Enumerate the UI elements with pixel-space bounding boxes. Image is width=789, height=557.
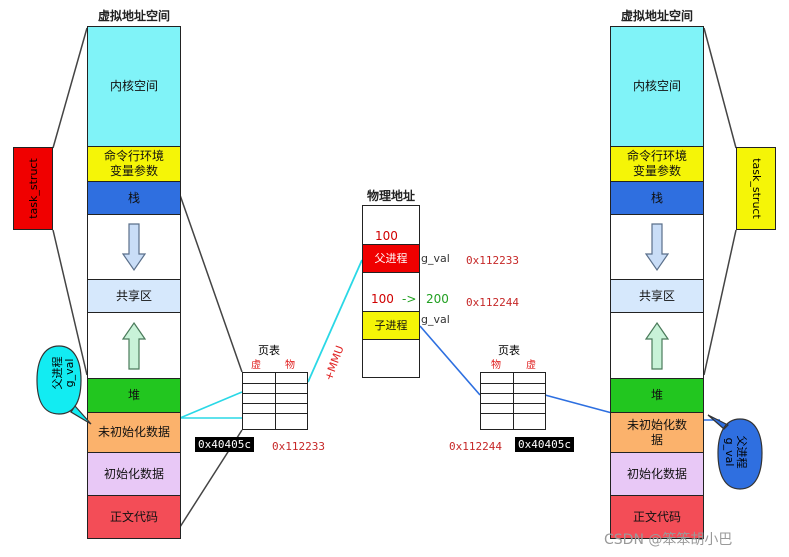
right-kernel-label: 内核空间 <box>632 79 681 93</box>
child-arrow: -> <box>402 292 417 306</box>
left-pt-divider <box>275 373 276 429</box>
right-pt-row <box>481 413 545 422</box>
physical-memory <box>362 205 420 378</box>
right-task-struct: task_struct <box>736 147 776 230</box>
right-data-segment: 初始化数据 <box>610 452 704 496</box>
left-gval-bubble: 父进程 g_val <box>35 344 92 425</box>
left-heap-label: 堆 <box>127 388 140 402</box>
child-process-label: 子进程 <box>374 319 408 332</box>
right-heap-gap <box>610 312 704 379</box>
right-data-label: 初始化数据 <box>626 466 687 481</box>
right-page-table-title: 页表 <box>498 344 520 357</box>
right-bss-segment: 未初始化数 据 <box>610 412 704 453</box>
right-task-struct-label: task_struct <box>749 158 763 219</box>
left-task-struct-label: task_struct <box>26 158 40 219</box>
up-arrow-icon <box>645 321 669 370</box>
down-arrow-icon <box>645 223 669 272</box>
parent-gval: g_val <box>421 252 450 265</box>
left-pt-row <box>243 393 307 402</box>
left-bss-segment: 未初始化数据 <box>87 412 181 453</box>
right-bubble-text: 父进程 g_val <box>723 435 748 469</box>
left-args-segment: 命令行环境 变量参数 <box>87 146 181 182</box>
left-page-table-title: 页表 <box>258 344 280 357</box>
left-args-label: 命令行环境 变量参数 <box>103 149 164 178</box>
child-gval: g_val <box>421 313 450 326</box>
right-gval-bubble: 父进程 g_val <box>706 413 766 491</box>
parent-process-block: 父进程 <box>362 244 420 273</box>
left-pt-row <box>243 383 307 392</box>
left-pt-row <box>243 413 307 422</box>
left-bss-label: 未初始化数据 <box>97 425 170 439</box>
left-task-struct: task_struct <box>13 147 53 230</box>
right-text-segment: 正文代码 <box>610 495 704 539</box>
parent-phys-addr: 0x112233 <box>466 254 519 267</box>
right-title: 虚拟地址空间 <box>620 9 693 23</box>
right-args-segment: 命令行环境 变量参数 <box>610 146 704 182</box>
right-page-table <box>480 372 546 430</box>
physical-title: 物理地址 <box>366 189 415 203</box>
left-kernel-segment: 内核空间 <box>87 26 181 147</box>
right-pt-divider <box>513 373 514 429</box>
right-pt-row <box>481 393 545 402</box>
left-heap-segment: 堆 <box>87 378 181 413</box>
right-shared-segment: 共享区 <box>610 279 704 313</box>
left-text-label: 正文代码 <box>109 509 158 524</box>
left-stack-segment: 栈 <box>87 181 181 215</box>
left-shared-segment: 共享区 <box>87 279 181 313</box>
right-args-label: 命令行环境 变量参数 <box>626 149 687 178</box>
left-stack-gap <box>87 214 181 280</box>
left-virt-addr: 0x40405c <box>195 437 254 452</box>
right-stack-segment: 栈 <box>610 181 704 215</box>
child-new-value: 200 <box>426 292 449 306</box>
right-heap-segment: 堆 <box>610 378 704 413</box>
left-phys-addr: 0x112233 <box>272 440 325 453</box>
right-stack-label: 栈 <box>650 190 663 205</box>
left-bubble-text: 父进程 g_val <box>51 356 76 390</box>
left-data-segment: 初始化数据 <box>87 452 181 496</box>
right-phys-addr: 0x112244 <box>449 440 502 453</box>
left-shared-label: 共享区 <box>115 288 152 303</box>
left-stack-label: 栈 <box>127 190 140 205</box>
watermark: CSDN @笨笨胡小巴 <box>604 532 733 548</box>
child-process-block: 子进程 <box>362 311 420 340</box>
right-heap-label: 堆 <box>650 388 663 402</box>
parent-value: 100 <box>375 229 398 243</box>
right-pt-col1: 物 <box>491 360 501 371</box>
left-page-table <box>242 372 308 430</box>
left-title: 虚拟地址空间 <box>97 9 170 23</box>
left-pt-col2: 物 <box>285 360 295 371</box>
left-pt-col1: 虚 <box>251 360 261 371</box>
parent-process-label: 父进程 <box>374 252 408 265</box>
right-virt-addr: 0x40405c <box>515 437 574 452</box>
right-pt-row <box>481 383 545 392</box>
left-heap-gap <box>87 312 181 379</box>
right-pt-col2: 虚 <box>526 360 536 371</box>
right-stack-gap <box>610 214 704 280</box>
left-text-segment: 正文代码 <box>87 495 181 539</box>
right-pt-row <box>481 403 545 412</box>
right-shared-label: 共享区 <box>638 288 675 303</box>
child-old-value: 100 <box>371 292 394 306</box>
right-text-label: 正文代码 <box>632 509 681 524</box>
left-kernel-label: 内核空间 <box>109 79 158 93</box>
up-arrow-icon <box>122 321 146 370</box>
down-arrow-icon <box>122 223 146 272</box>
left-pt-row <box>243 403 307 412</box>
child-phys-addr-label: 0x112244 <box>466 296 519 309</box>
left-data-label: 初始化数据 <box>103 466 164 481</box>
right-bss-label: 未初始化数 据 <box>626 417 687 447</box>
right-kernel-segment: 内核空间 <box>610 26 704 147</box>
